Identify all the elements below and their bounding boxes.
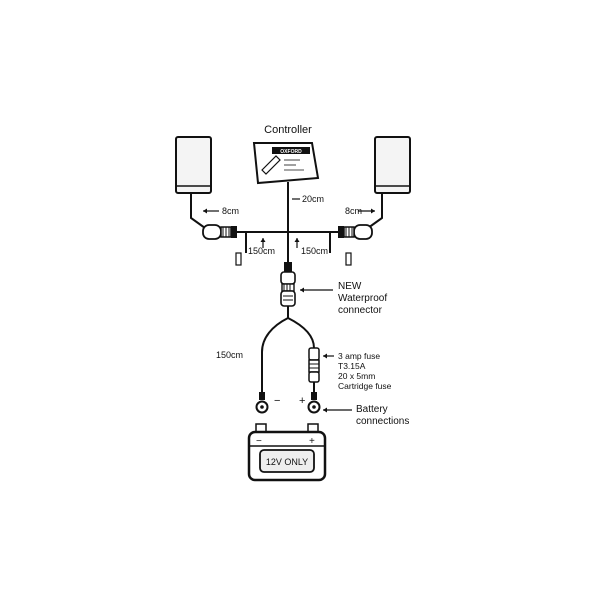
- waterproof-connector: [280, 262, 296, 307]
- new-connector-label-line2: Waterproof: [338, 293, 387, 304]
- terminal-minus-label: −: [274, 395, 280, 407]
- new-connector-label-line1: NEW: [338, 281, 362, 292]
- controller-unit: OXFORD: [252, 142, 320, 185]
- controller-label: Controller: [264, 124, 312, 136]
- fuse-label-line3: 20 x 5mm: [338, 371, 375, 381]
- cable-8cm-right-label: 8cm: [345, 206, 362, 216]
- controller-brand: OXFORD: [280, 149, 302, 155]
- right-grip-connector: [338, 224, 373, 240]
- negative-ring-terminal: [255, 392, 269, 414]
- battery-connections-label-line2: connections: [356, 416, 409, 427]
- fuse-label-line4: Cartridge fuse: [338, 381, 392, 391]
- cable-150cm-battery-label: 150cm: [216, 350, 243, 360]
- cable-20cm-label: 20cm: [302, 194, 324, 204]
- battery: [247, 423, 327, 482]
- new-connector-label-line3: connector: [338, 305, 383, 316]
- fuse-label-line1: 3 amp fuse: [338, 351, 380, 361]
- positive-ring-terminal: [307, 392, 321, 414]
- right-grip: [374, 136, 411, 194]
- terminal-plus-label: +: [299, 395, 305, 407]
- battery-voltage-label: 12V ONLY: [266, 457, 308, 467]
- cable-8cm-left-label: 8cm: [222, 206, 239, 216]
- fuse-label-line2: T3.15A: [338, 361, 366, 371]
- cable-150cm-right-label: 150cm: [301, 246, 328, 256]
- battery-connections-label-line1: Battery: [356, 404, 388, 415]
- battery-plus-label: +: [309, 436, 315, 447]
- left-grip: [175, 136, 212, 194]
- fuse-holder: [308, 347, 320, 383]
- cable-150cm-left-label: 150cm: [248, 246, 275, 256]
- battery-minus-label: −: [256, 436, 262, 447]
- left-grip-connector: [202, 224, 237, 240]
